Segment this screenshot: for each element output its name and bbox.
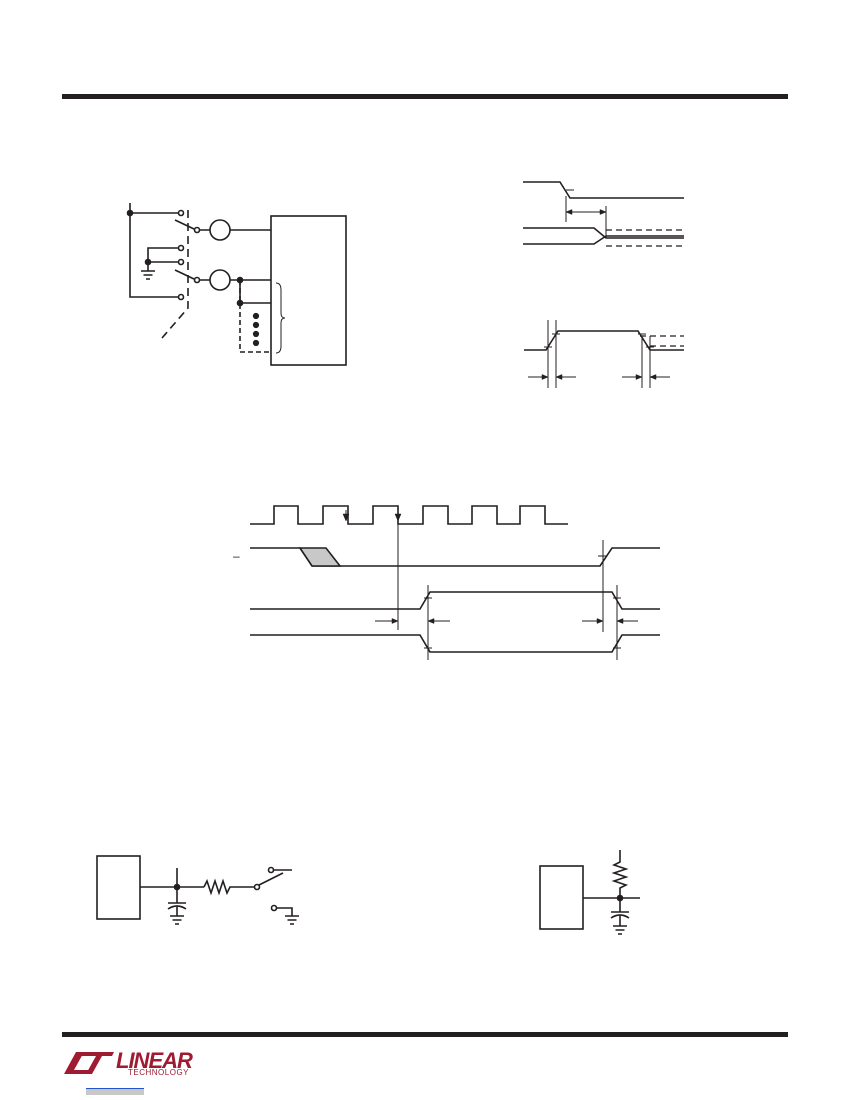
ground-symbol-icon [613,916,627,935]
output-signal-lower [250,634,660,653]
contact [177,258,185,266]
clock-edge-arrows [342,513,402,522]
reference-lines [547,320,651,388]
clock-waveform [250,505,568,525]
ground-wire [147,247,178,263]
top-rule [62,94,788,99]
switch-arm [174,219,195,230]
resistor-icon [611,850,629,898]
contact [177,293,185,301]
ground-symbol-icon [277,907,299,925]
pulse-signal [524,330,684,351]
data-transition-upper [523,227,684,239]
lt-logo-icon [64,1052,114,1074]
capacitor-icon [167,902,187,910]
ic-block [539,865,584,930]
ic-block [270,215,347,366]
contact [253,883,261,891]
ellipsis-dot [252,312,260,320]
chip-select-signal [250,547,660,567]
setup-window-shaded [298,547,342,567]
ticks [544,333,654,348]
mechanical-link [161,210,189,339]
ellipsis-dot [252,321,260,329]
contact [270,904,278,912]
page-link-bar[interactable] [86,1088,144,1095]
dimension-arrows [565,209,607,215]
reference-line [565,196,607,238]
source-circle [209,269,231,291]
high-z-dashed [606,229,684,247]
resistor-icon [203,878,254,896]
bar-label: – [233,549,240,563]
junction-dot [126,209,134,217]
contact [267,866,275,874]
logo-subtitle: TECHNOLOGY [128,1068,190,1077]
ground-symbol-icon [170,907,184,925]
company-logo: LINEAR TECHNOLOGY [62,1046,193,1080]
dimension-arrows [541,374,657,380]
junction-dot [236,299,244,307]
dimension-arrows [391,618,624,624]
capacitor-icon [610,898,630,919]
output-signal-upper [250,591,660,610]
pulse-dashed [640,335,684,347]
left-rail-wire [129,203,178,298]
ticks [424,597,621,649]
ellipsis-dot [252,330,260,338]
falling-edge-signal [523,181,684,199]
contact [177,244,185,252]
bottom-rule [62,1032,788,1037]
ellipsis-dot [252,339,260,347]
logo-word: LINEAR [116,1048,193,1073]
contact [177,209,185,217]
brace [275,282,286,354]
source-circle [209,219,231,241]
switch-arm [174,269,195,280]
data-transition-lower [523,235,684,245]
ground-symbol-icon [141,262,155,280]
switch-arm [258,872,284,886]
